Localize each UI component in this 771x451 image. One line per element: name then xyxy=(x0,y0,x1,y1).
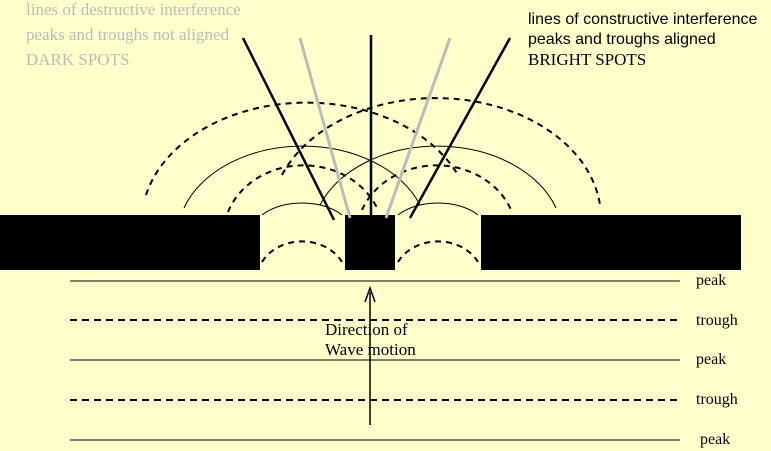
slit2-wavefront-solid-1 xyxy=(397,202,479,216)
constructive-legend-line3: BRIGHT SPOTS xyxy=(528,50,647,69)
constructive-line-right xyxy=(408,37,512,219)
slit1-wavefront-inner-dashed xyxy=(261,240,343,263)
wavefront-label-3: peak xyxy=(696,351,727,368)
wavefront-label-2: trough xyxy=(696,312,738,329)
constructive-legend-line2: peaks and troughs aligned xyxy=(528,31,716,48)
slit1-wavefront-dashed-2 xyxy=(227,164,379,213)
barrier-right xyxy=(481,215,741,270)
wavefront-label-1: peak xyxy=(696,272,727,289)
direction-label-line2: Wave motion xyxy=(325,340,416,359)
barrier-left xyxy=(0,215,260,270)
slit2-wavefront-inner-dashed xyxy=(397,240,479,263)
destructive-line-right xyxy=(384,37,452,219)
slit1-wavefront-solid-3 xyxy=(183,145,421,209)
barrier-center xyxy=(345,215,395,270)
slit2-wavefront-dashed-4 xyxy=(281,97,601,206)
destructive-legend-line2: peaks and troughs not aligned xyxy=(26,25,230,44)
slit2-wavefront-dashed-2 xyxy=(361,164,513,213)
destructive-legend-line3: DARK SPOTS xyxy=(26,50,130,69)
slit2-wavefront-solid-3 xyxy=(319,145,557,209)
wavefront-label-4: trough xyxy=(696,391,738,408)
wavefront-label-5: peak xyxy=(700,431,731,448)
destructive-line-left xyxy=(298,37,352,219)
direction-label-line1: Direction of xyxy=(325,320,408,339)
slit1-wavefront-dashed-4 xyxy=(145,101,459,196)
destructive-legend-line1: lines of destructive interference xyxy=(26,0,241,19)
constructive-line-left xyxy=(241,37,336,221)
direction-arrow-head xyxy=(364,285,376,303)
constructive-legend-line1: lines of constructive interference xyxy=(528,11,758,28)
slit1-wavefront-solid-1 xyxy=(261,202,343,216)
